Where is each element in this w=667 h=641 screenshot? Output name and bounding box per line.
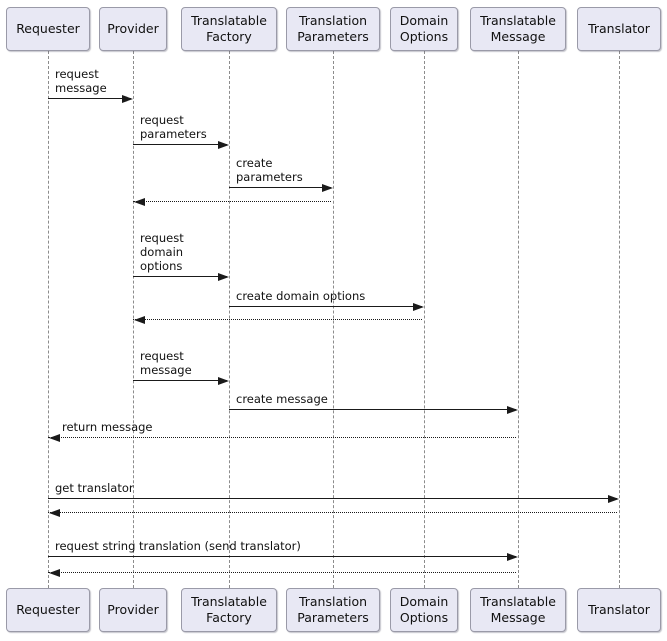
message-label-9: return message (62, 420, 153, 434)
message-label-line: request (140, 231, 184, 245)
message-label-line: parameters (140, 127, 207, 141)
participant-box-top-domain-options: Domain Options (390, 7, 458, 51)
message-label-line: message (140, 363, 192, 377)
participant-box-top-translator: Translator (577, 7, 661, 51)
message-line-4 (133, 276, 227, 277)
message-line-5 (229, 306, 422, 307)
message-line-10 (48, 498, 617, 499)
message-line-8 (229, 409, 516, 410)
message-label-10: get translator (55, 481, 134, 495)
message-line-12 (48, 556, 516, 557)
message-line-13 (48, 572, 516, 573)
message-label-line: options (140, 259, 183, 273)
message-line-2 (229, 187, 331, 188)
message-label-line: parameters (236, 170, 303, 184)
participant-box-bottom-provider: Provider (99, 588, 167, 632)
participant-box-top-translation-parameters: Translation Parameters (286, 7, 380, 51)
arrowhead-right-icon (218, 140, 229, 149)
message-line-0 (48, 98, 131, 99)
arrowhead-right-icon (218, 376, 229, 385)
message-label-line: request (140, 113, 184, 127)
lifeline-translator (619, 51, 620, 588)
message-line-7 (133, 380, 227, 381)
participant-box-bottom-translator: Translator (577, 588, 661, 632)
arrowhead-left-icon (49, 508, 60, 517)
arrowhead-right-icon (322, 183, 333, 192)
arrowhead-right-icon (413, 302, 424, 311)
participant-box-bottom-domain-options: Domain Options (390, 588, 458, 632)
participant-box-bottom-translatable-factory: Translatable Factory (181, 588, 277, 632)
message-label-line: domain (140, 245, 184, 259)
arrowhead-right-icon (507, 405, 518, 414)
participant-box-bottom-translation-parameters: Translation Parameters (286, 588, 380, 632)
message-label-5: create domain options (236, 289, 365, 303)
message-line-11 (48, 512, 617, 513)
message-label-12: request string translation (send transla… (55, 539, 301, 553)
message-label-line: return message (62, 420, 153, 434)
arrowhead-right-icon (122, 94, 133, 103)
arrowhead-right-icon (507, 552, 518, 561)
message-label-line: get translator (55, 481, 134, 495)
arrowhead-right-icon (218, 272, 229, 281)
arrowhead-left-icon (134, 315, 145, 324)
message-line-3 (133, 201, 331, 202)
participant-box-bottom-translatable-message: Translatable Message (470, 588, 566, 632)
participant-box-top-requester: Requester (6, 7, 90, 51)
message-line-1 (133, 144, 227, 145)
message-label-line: request string translation (send transla… (55, 539, 301, 553)
participant-box-bottom-requester: Requester (6, 588, 90, 632)
message-label-line: request (140, 349, 184, 363)
message-label-line: message (55, 81, 107, 95)
message-line-9 (48, 437, 516, 438)
arrowhead-left-icon (49, 433, 60, 442)
arrowhead-left-icon (49, 568, 60, 577)
message-line-6 (133, 319, 422, 320)
message-label-line: create message (236, 392, 328, 406)
participant-box-top-translatable-message: Translatable Message (470, 7, 566, 51)
message-label-line: request (55, 67, 99, 81)
participant-box-top-provider: Provider (99, 7, 167, 51)
message-label-line: create domain options (236, 289, 366, 303)
arrowhead-left-icon (134, 197, 145, 206)
participant-box-top-translatable-factory: Translatable Factory (181, 7, 277, 51)
lifeline-domain-options (424, 51, 425, 588)
message-label-line: create (236, 156, 273, 170)
message-label-8: create message (236, 392, 328, 406)
arrowhead-right-icon (608, 494, 619, 503)
lifeline-requester (48, 51, 49, 588)
lifeline-translatable-message (518, 51, 519, 588)
